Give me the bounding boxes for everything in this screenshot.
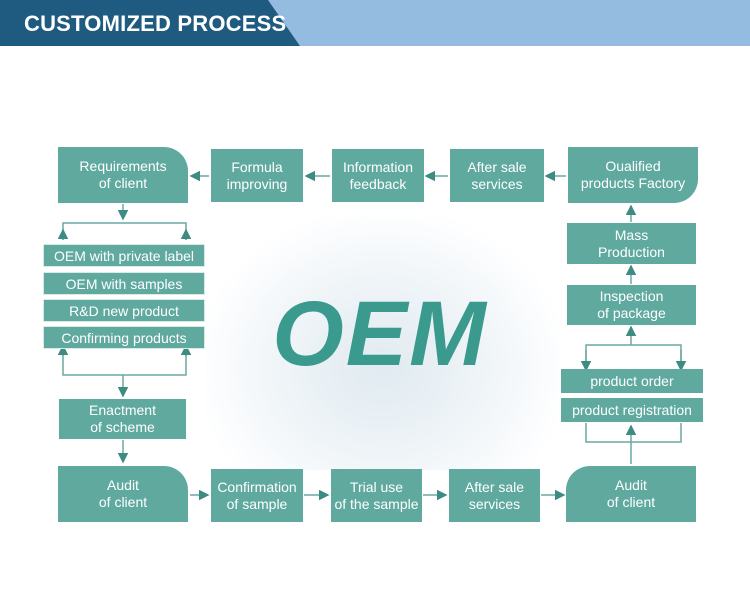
box-mass-production: Mass Production (567, 223, 696, 264)
box-inspection-of-package: Inspection of package (567, 285, 696, 325)
box-confirmation-of-sample: Confirmation of sample (211, 469, 303, 522)
box-formula-improving: Formula improving (211, 149, 303, 202)
box-enactment-of-scheme: Enactment of scheme (59, 399, 186, 439)
box-qualified-products-factory: Oualified products Factory (568, 147, 698, 203)
box-requirements-of-client: Requirements of client (58, 147, 188, 203)
header-banner-accent (0, 0, 300, 46)
box-product-order: product order (561, 369, 703, 393)
handshake-background (205, 215, 560, 470)
box-information-feedback: Information feedback (332, 149, 424, 202)
box-after-sale-services-top: After sale services (450, 149, 544, 202)
page-title: CUSTOMIZED PROCESS (24, 11, 287, 36)
option-oem-private-label: OEM with private label (43, 244, 205, 267)
option-confirming-products: Confirming products (43, 326, 205, 349)
option-rd-new-product: R&D new product (43, 299, 205, 322)
box-audit-of-client-left: Audit of client (58, 466, 188, 522)
box-product-registration: product registration (561, 398, 703, 422)
oem-title: OEM (272, 283, 488, 385)
option-oem-samples: OEM with samples (43, 272, 205, 295)
box-trial-use-of-sample: Trial use of the sample (331, 469, 422, 522)
box-audit-of-client-right: Audit of client (566, 466, 696, 522)
box-after-sale-services-bottom: After sale services (449, 469, 540, 522)
